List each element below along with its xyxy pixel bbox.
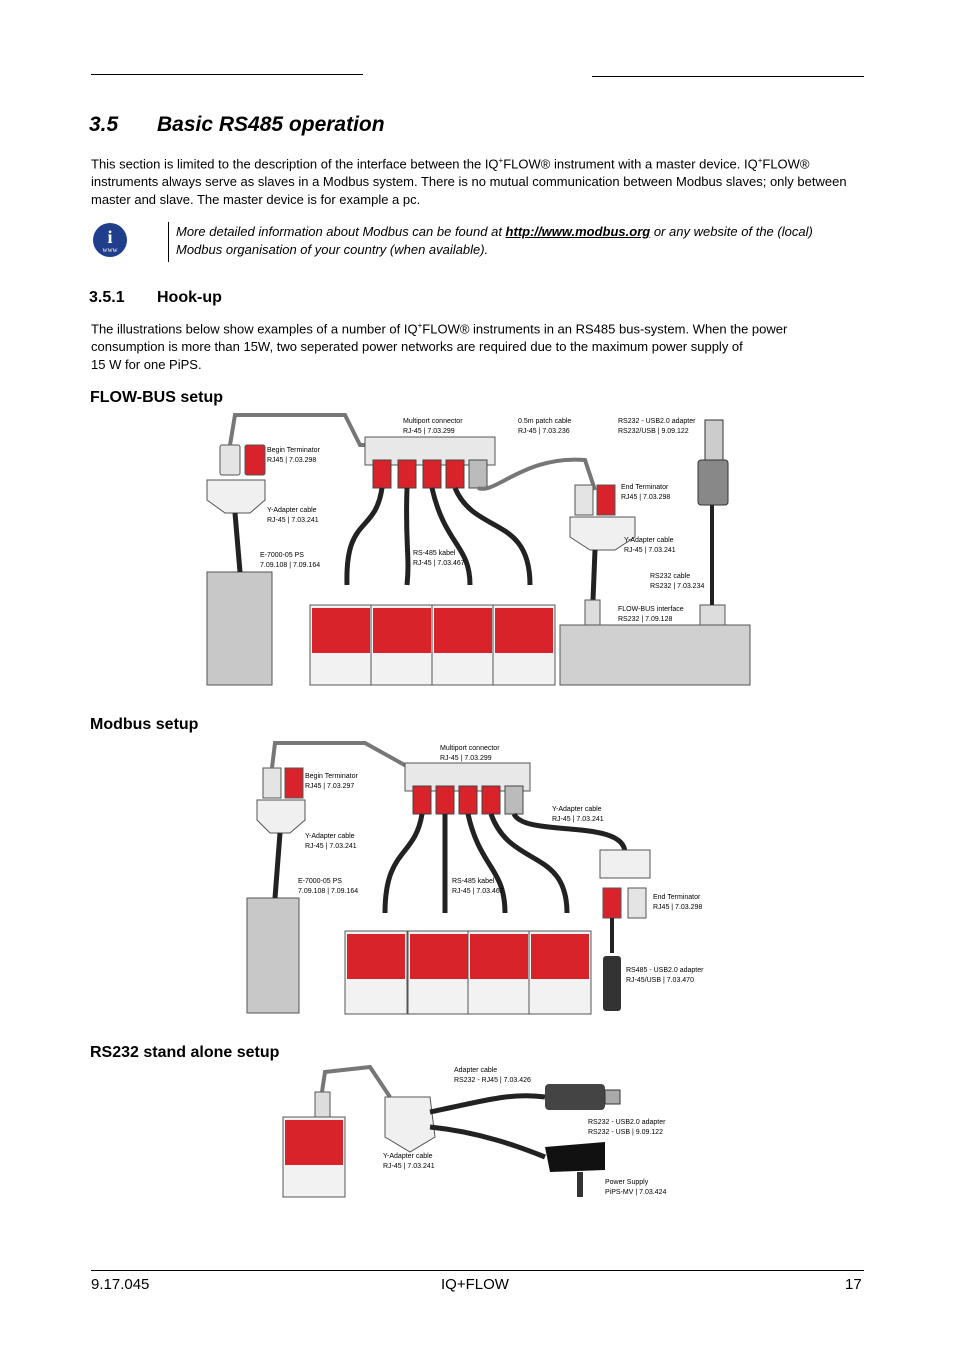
info-www-icon: i www bbox=[91, 222, 131, 267]
svg-text:RJ-45 | 7.03.241: RJ-45 | 7.03.241 bbox=[552, 816, 604, 823]
svg-text:RJ-45 | 7.03.467: RJ-45 | 7.03.467 bbox=[452, 888, 504, 895]
svg-text:Y-Adapter cable: Y-Adapter cable bbox=[624, 537, 674, 544]
flowbus-heading: FLOW-BUS setup bbox=[90, 389, 223, 406]
svg-text:RJ-45 | 7.03.241: RJ-45 | 7.03.241 bbox=[267, 517, 319, 524]
svg-text:Multiport connector: Multiport connector bbox=[403, 418, 463, 425]
hookup-line1-b: FLOW® instruments in an RS485 bus-system… bbox=[422, 321, 788, 337]
svg-text:RS232 | 7.03.234: RS232 | 7.03.234 bbox=[650, 583, 704, 590]
svg-text:PiPS-MV | 7.03.424: PiPS-MV | 7.03.424 bbox=[605, 1189, 666, 1196]
info-note: i www More detailed information about Mo… bbox=[91, 222, 861, 262]
svg-text:RJ45 | 7.03.298: RJ45 | 7.03.298 bbox=[621, 494, 670, 501]
info-text-a: More detailed information about Modbus c… bbox=[176, 224, 506, 239]
svg-text:Power Supply: Power Supply bbox=[605, 1179, 649, 1186]
flowbus-multiport-plugs bbox=[372, 459, 488, 489]
subsection-number: 3.5.1 bbox=[89, 289, 125, 306]
intro-line3: master and slave. The master device is f… bbox=[91, 192, 421, 208]
footer-doc-number: 9.17.045 bbox=[91, 1276, 150, 1293]
svg-text:RS-485 kabel: RS-485 kabel bbox=[413, 550, 456, 557]
svg-text:RJ-45 | 7.03.299: RJ-45 | 7.03.299 bbox=[440, 755, 492, 762]
info-text-c: Modbus organisation of your country (whe… bbox=[176, 242, 489, 257]
intro-line2: instruments always serve as slaves in a … bbox=[91, 174, 847, 190]
svg-text:Y-Adapter cable: Y-Adapter cable bbox=[383, 1153, 433, 1160]
svg-text:Multiport connector: Multiport connector bbox=[440, 745, 500, 752]
svg-text:7.09.108 | 7.09.164: 7.09.108 | 7.09.164 bbox=[260, 562, 320, 569]
modbus-heading: Modbus setup bbox=[90, 716, 199, 733]
hookup-line3: 15 W for one PiPS. bbox=[91, 357, 202, 373]
hookup-sup: + bbox=[417, 321, 423, 330]
svg-text:FLOW-BUS interface: FLOW-BUS interface bbox=[618, 606, 684, 613]
svg-text:i: i bbox=[107, 227, 112, 247]
svg-text:RJ-45 | 7.03.467: RJ-45 | 7.03.467 bbox=[413, 560, 465, 567]
svg-text:RS485 - USB2.0 adapter: RS485 - USB2.0 adapter bbox=[626, 967, 704, 974]
svg-text:RJ45 | 7.03.298: RJ45 | 7.03.298 bbox=[267, 457, 316, 464]
intro-line1-a: This section is limited to the descripti… bbox=[91, 156, 499, 172]
intro-line1-b: FLOW® instrument with a master device. I… bbox=[503, 156, 758, 172]
svg-text:RJ-45 | 7.03.241: RJ-45 | 7.03.241 bbox=[383, 1163, 435, 1170]
svg-text:RJ-45 | 7.03.241: RJ-45 | 7.03.241 bbox=[624, 547, 676, 554]
modbus-instruments bbox=[344, 930, 592, 1015]
svg-text:RJ-45 | 7.03.241: RJ-45 | 7.03.241 bbox=[305, 843, 357, 850]
svg-text:RJ45 | 7.03.298: RJ45 | 7.03.298 bbox=[653, 904, 702, 911]
svg-text:Begin Terminator: Begin Terminator bbox=[267, 447, 320, 454]
svg-text:RJ-45/USB | 7.03.470: RJ-45/USB | 7.03.470 bbox=[626, 977, 694, 984]
svg-text:www: www bbox=[102, 246, 118, 254]
header-rule-right bbox=[592, 76, 864, 77]
hookup-paragraph: The illustrations below show examples of… bbox=[91, 317, 871, 374]
svg-text:RS-485 kabel: RS-485 kabel bbox=[452, 878, 495, 885]
hookup-line1-a: The illustrations below show examples of… bbox=[91, 321, 418, 337]
svg-text:Y-Adapter cable: Y-Adapter cable bbox=[305, 833, 355, 840]
svg-text:RJ-45 | 7.03.299: RJ-45 | 7.03.299 bbox=[403, 428, 455, 435]
svg-text:RJ-45 | 7.03.236: RJ-45 | 7.03.236 bbox=[518, 428, 570, 435]
section-number: 3.5 bbox=[89, 113, 119, 136]
svg-text:0.5m patch cable: 0.5m patch cable bbox=[518, 418, 571, 425]
svg-text:7.09.108 | 7.09.164: 7.09.108 | 7.09.164 bbox=[298, 888, 358, 895]
svg-text:RJ45 | 7.03.297: RJ45 | 7.03.297 bbox=[305, 783, 354, 790]
header-rule-left bbox=[91, 74, 363, 75]
svg-text:RS232/USB | 9.09.122: RS232/USB | 9.09.122 bbox=[618, 428, 689, 435]
svg-text:RS232 - USB2.0 adapter: RS232 - USB2.0 adapter bbox=[588, 1119, 666, 1126]
svg-text:End Terminator: End Terminator bbox=[653, 894, 701, 901]
footer-product: IQ+FLOW bbox=[441, 1276, 509, 1293]
footer-page-number: 17 bbox=[845, 1276, 862, 1293]
svg-text:Begin Terminator: Begin Terminator bbox=[305, 773, 358, 780]
flowbus-diagram: Multiport connector RJ-45 | 7.03.299 0.5… bbox=[206, 413, 751, 686]
svg-text:RS232 - RJ45 | 7.03.426: RS232 - RJ45 | 7.03.426 bbox=[454, 1077, 531, 1084]
svg-text:Adapter cable: Adapter cable bbox=[454, 1067, 497, 1074]
svg-text:RS232 - USB2.0 adapter: RS232 - USB2.0 adapter bbox=[618, 418, 696, 425]
info-divider bbox=[168, 222, 169, 262]
hookup-line2: consumption is more than 15W, two sepera… bbox=[91, 339, 743, 355]
rs232-heading: RS232 stand alone setup bbox=[90, 1044, 280, 1061]
section-title: 3.5 Basic RS485 operation bbox=[89, 113, 385, 137]
svg-text:End Terminator: End Terminator bbox=[621, 484, 669, 491]
info-text-b: or any website of the (local) bbox=[650, 224, 813, 239]
footer-rule bbox=[91, 1270, 864, 1271]
svg-text:Y-Adapter cable: Y-Adapter cable bbox=[552, 806, 602, 813]
info-text: More detailed information about Modbus c… bbox=[176, 223, 856, 259]
subsection-title: 3.5.1 Hook-up bbox=[89, 289, 222, 307]
subsection-title-text: Hook-up bbox=[157, 289, 222, 306]
svg-text:RS232 | 7.09.128: RS232 | 7.09.128 bbox=[618, 616, 672, 623]
intro-sup-2: + bbox=[757, 156, 763, 165]
svg-text:E-7000-05 PS: E-7000-05 PS bbox=[298, 878, 342, 885]
flowbus-instruments bbox=[309, 604, 556, 686]
rs232-diagram: Adapter cable RS232 - RJ45 | 7.03.426 RS… bbox=[282, 1064, 666, 1198]
intro-line1-c: FLOW® bbox=[762, 156, 810, 172]
modbus-link[interactable]: http://www.modbus.org bbox=[505, 224, 651, 239]
intro-paragraph: This section is limited to the descripti… bbox=[91, 152, 871, 209]
section-title-text: Basic RS485 operation bbox=[157, 113, 385, 136]
svg-text:RS232 cable: RS232 cable bbox=[650, 573, 690, 580]
modbus-diagram: Multiport connector RJ-45 | 7.03.299 Beg… bbox=[246, 741, 704, 1015]
svg-text:E-7000-05 PS: E-7000-05 PS bbox=[260, 552, 304, 559]
intro-sup: + bbox=[498, 156, 504, 165]
svg-text:Y-Adapter cable: Y-Adapter cable bbox=[267, 507, 317, 514]
svg-text:RS232 - USB | 9.09.122: RS232 - USB | 9.09.122 bbox=[588, 1129, 663, 1136]
